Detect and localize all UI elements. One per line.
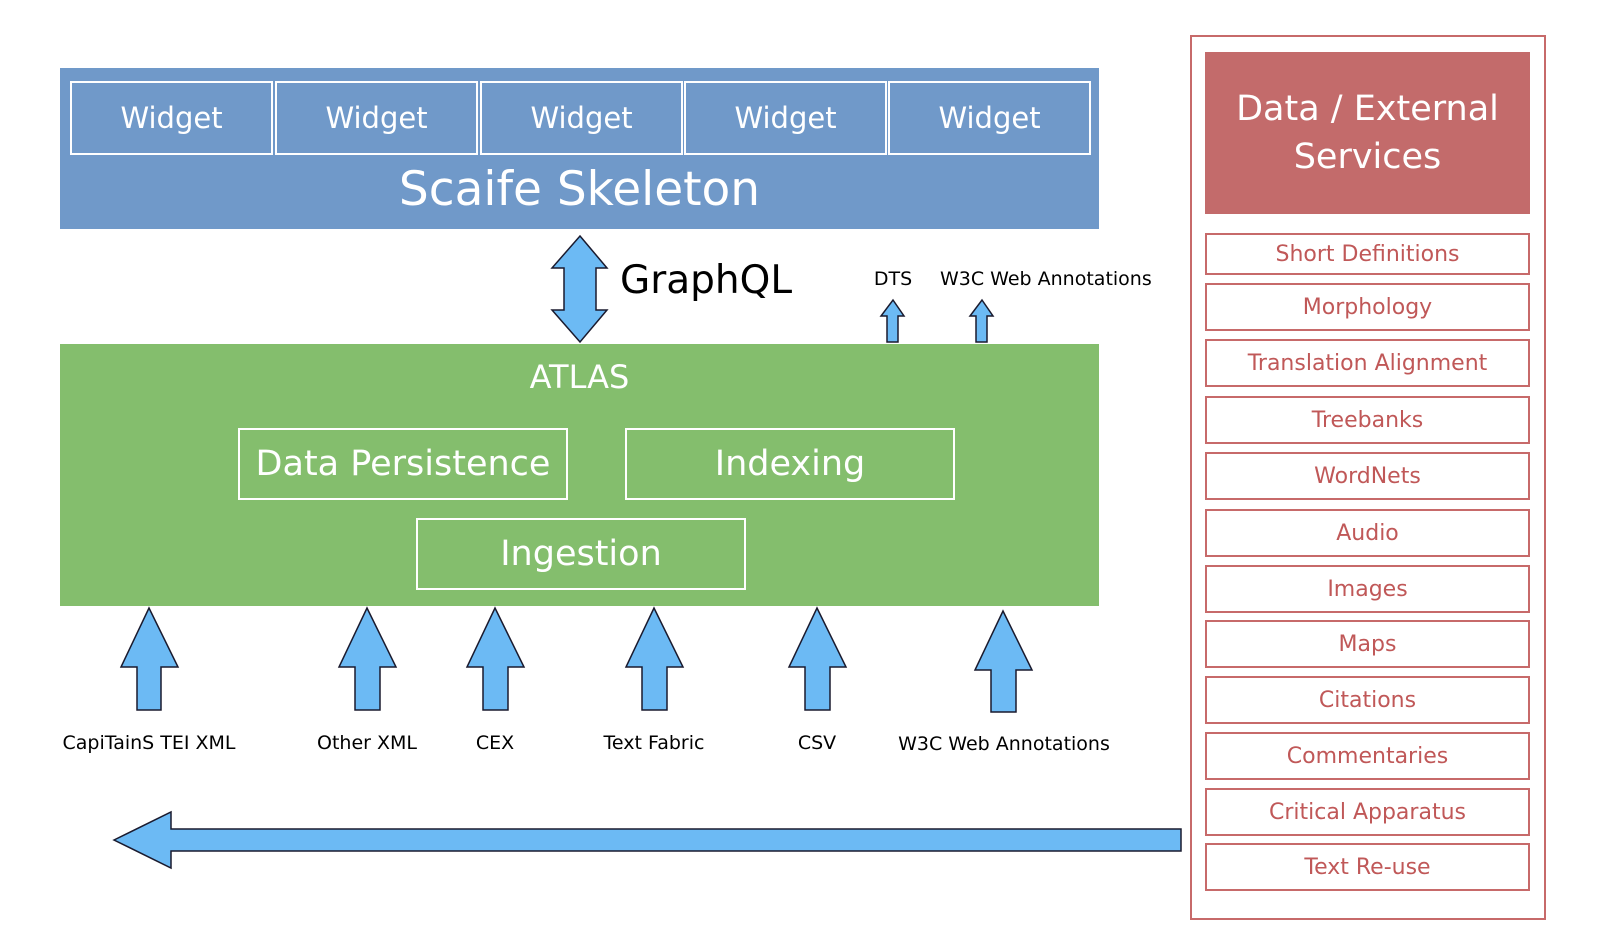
skeleton-title: Scaife Skeleton xyxy=(398,162,761,217)
external-service-item: Morphology xyxy=(1205,283,1530,331)
output-label-dts: DTS xyxy=(873,268,913,290)
widget-box: Widget xyxy=(70,81,273,155)
input-label-text-fabric: Text Fabric xyxy=(603,732,705,754)
external-service-item: Short Definitions xyxy=(1205,233,1530,275)
external-feedback-arrow xyxy=(112,810,1182,870)
external-service-item: Maps xyxy=(1205,620,1530,668)
module-data-persistence: Data Persistence xyxy=(238,428,568,500)
input-arrow xyxy=(465,606,526,711)
output-label-w3c: W3C Web Annotations xyxy=(940,268,1152,290)
scaife-skeleton-block: Widget Widget Widget Widget Widget Scaif… xyxy=(60,68,1099,229)
external-services-title: Data / External Services xyxy=(1205,52,1530,214)
input-arrow xyxy=(624,606,685,711)
atlas-block: ATLAS Data Persistence Indexing Ingestio… xyxy=(60,344,1099,606)
atlas-title: ATLAS xyxy=(529,358,630,396)
graphql-label: GraphQL xyxy=(620,258,793,303)
widget-box: Widget xyxy=(684,81,887,155)
widget-box: Widget xyxy=(275,81,478,155)
module-indexing: Indexing xyxy=(625,428,955,500)
widget-box: Widget xyxy=(480,81,683,155)
input-label-capitains: CapiTainS TEI XML xyxy=(62,732,236,754)
input-arrow xyxy=(119,606,180,711)
external-service-item: Translation Alignment xyxy=(1205,339,1530,387)
input-arrow xyxy=(337,606,398,711)
external-service-item: Images xyxy=(1205,565,1530,613)
input-label-csv: CSV xyxy=(797,732,837,754)
external-service-item: Treebanks xyxy=(1205,396,1530,444)
input-label-cex: CEX xyxy=(475,732,515,754)
external-service-item: Citations xyxy=(1205,676,1530,724)
external-service-item: Commentaries xyxy=(1205,732,1530,780)
graphql-double-arrow xyxy=(550,234,609,344)
output-arrow-w3c xyxy=(968,298,995,343)
external-service-item: Critical Apparatus xyxy=(1205,788,1530,836)
external-service-item: Text Re-use xyxy=(1205,843,1530,891)
widget-box: Widget xyxy=(888,81,1091,155)
external-service-item: WordNets xyxy=(1205,452,1530,500)
external-service-item: Audio xyxy=(1205,509,1530,557)
output-arrow-dts xyxy=(879,298,906,343)
input-arrow xyxy=(973,609,1034,713)
input-arrow xyxy=(787,606,848,711)
input-label-other-xml: Other XML xyxy=(317,732,417,754)
module-ingestion: Ingestion xyxy=(416,518,746,590)
input-label-w3c: W3C Web Annotations xyxy=(898,733,1110,755)
